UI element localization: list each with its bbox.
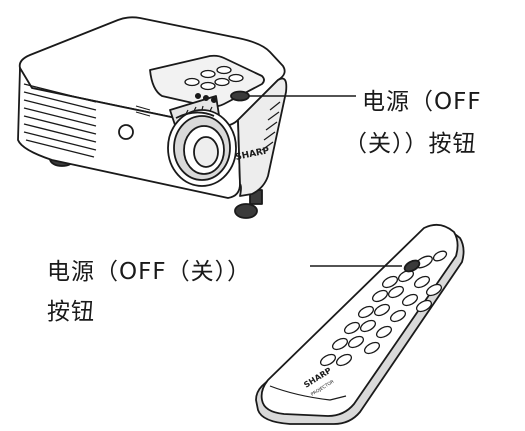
projector-controls (184, 65, 244, 104)
remote-power-button (403, 259, 421, 273)
projector-side-vent (261, 101, 281, 151)
projector-power-callout-line2: （关））按钮 (344, 131, 477, 157)
remote-buttons (319, 250, 448, 367)
remote-power-callout-line2: 按钮 (47, 299, 95, 325)
projector-ir-sensor (118, 124, 134, 140)
projector-power-callout-line1: 电源（OFF (362, 89, 482, 115)
projector-lens (167, 95, 237, 187)
remote-body (260, 223, 459, 417)
projector-vent (23, 83, 97, 158)
remote-control: SHARP PROJECTOR (255, 223, 465, 425)
projector: SHARP (17, 16, 288, 219)
remote-contour (269, 385, 347, 401)
projector-side (237, 77, 288, 197)
projector-front-mark (135, 105, 151, 117)
projector-power-button (230, 90, 250, 102)
projector-foot-right (234, 203, 258, 219)
remote-power-callout-line1: 电源（OFF（关）） (47, 259, 252, 285)
